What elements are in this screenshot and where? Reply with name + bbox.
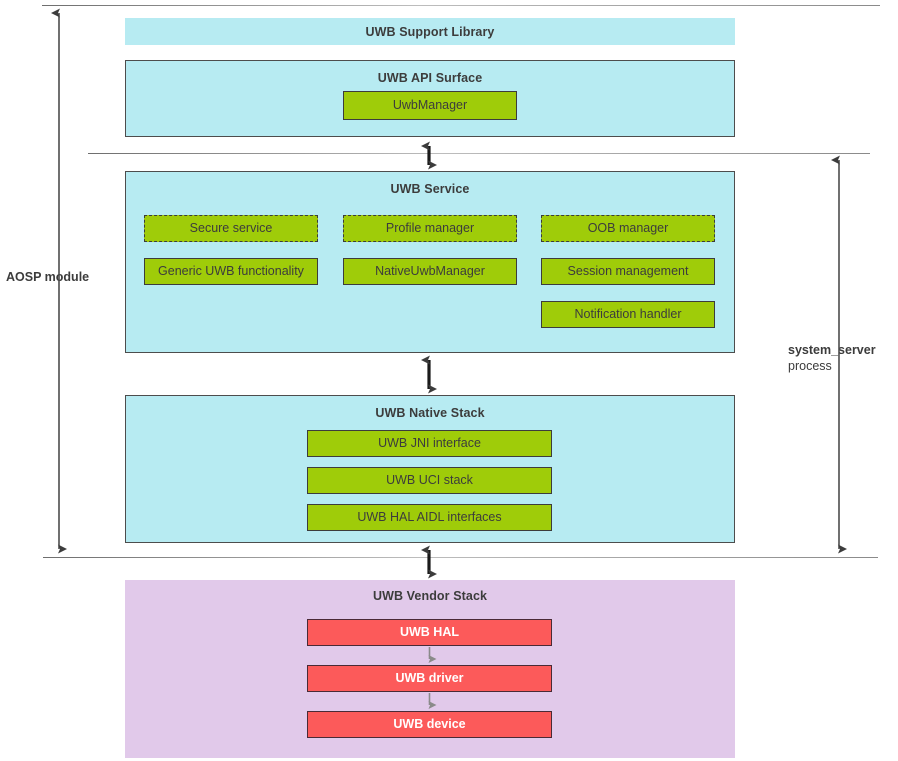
layer-support-library: UWB Support Library [125, 18, 735, 45]
layer-uwb-service-title: UWB Service [390, 182, 470, 196]
component-uwb-device[interactable]: UWB device [307, 711, 552, 738]
component-oob-manager[interactable]: OOB manager [541, 215, 715, 242]
component-profile-manager[interactable]: Profile manager [343, 215, 517, 242]
annotation-aosp-module-label: AOSP module [6, 270, 90, 284]
annotation-system-server: system_server process [788, 343, 893, 374]
component-uwb-hal-aidl-interfaces[interactable]: UWB HAL AIDL interfaces [307, 504, 552, 531]
top-boundary-rule [42, 5, 880, 6]
annotation-aosp-module: AOSP module [6, 270, 89, 286]
annotation-system-server-bold: system_server [788, 343, 876, 357]
component-secure-service[interactable]: Secure service [144, 215, 318, 242]
layer-vendor-stack-title: UWB Vendor Stack [372, 589, 488, 603]
component-uwb-driver[interactable]: UWB driver [307, 665, 552, 692]
component-notification-handler[interactable]: Notification handler [541, 301, 715, 328]
bottom-boundary-rule [43, 557, 878, 558]
component-uwb-jni-interface[interactable]: UWB JNI interface [307, 430, 552, 457]
layer-support-library-title: UWB Support Library [365, 25, 495, 39]
component-uwb-hal[interactable]: UWB HAL [307, 619, 552, 646]
component-session-management[interactable]: Session management [541, 258, 715, 285]
component-uwbmanager[interactable]: UwbManager [343, 91, 517, 120]
annotation-system-server-regular: process [788, 358, 832, 373]
layer-native-stack-title: UWB Native Stack [375, 406, 485, 420]
layer-api-surface-title: UWB API Surface [377, 71, 483, 85]
layer-api-surface: UWB API Surface [125, 60, 735, 137]
component-nativeuwbmanager[interactable]: NativeUwbManager [343, 258, 517, 285]
api-service-boundary-rule [88, 153, 870, 154]
component-generic-uwb-functionality[interactable]: Generic UWB functionality [144, 258, 318, 285]
component-uwb-uci-stack[interactable]: UWB UCI stack [307, 467, 552, 494]
